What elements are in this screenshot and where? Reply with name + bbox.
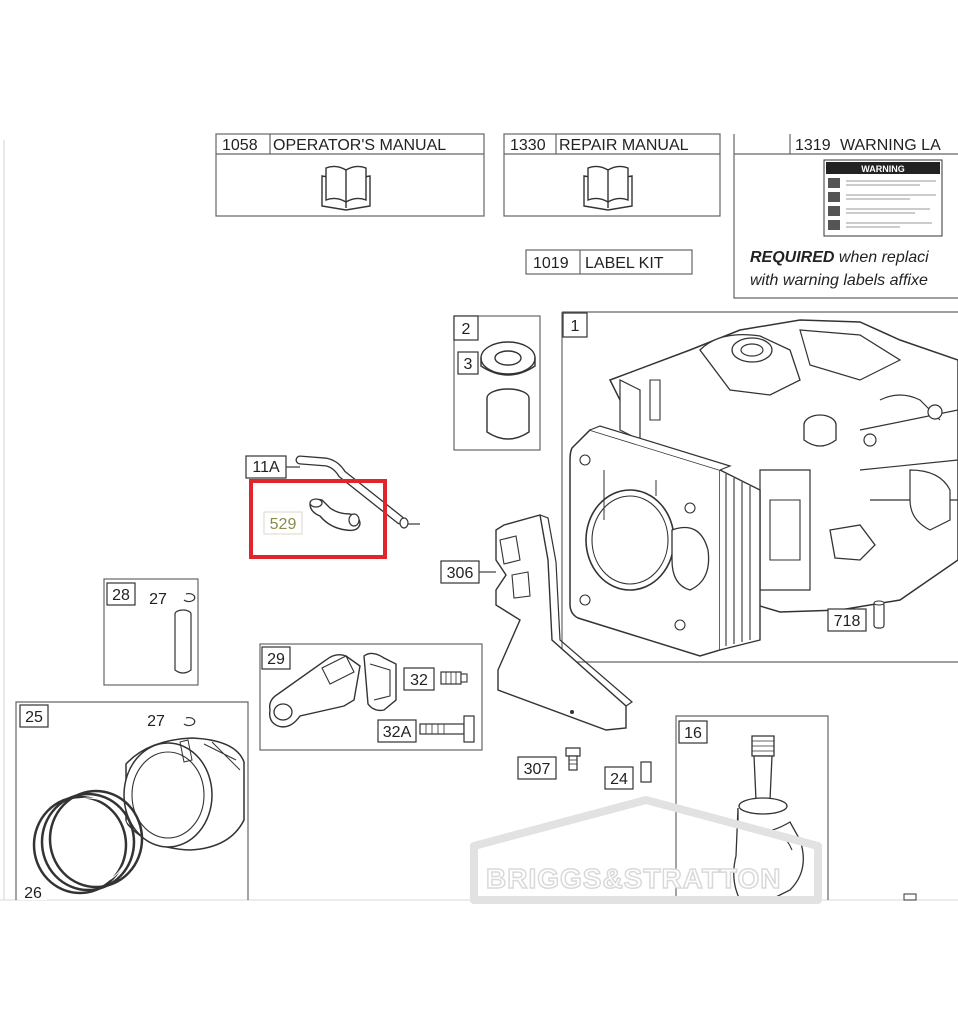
dowel-pin-icon: [873, 600, 885, 629]
highlighted-part-529[interactable]: 529: [249, 479, 387, 559]
pin-icon: [640, 761, 652, 783]
screw-icon: [565, 747, 581, 771]
part-label-1: 1: [571, 318, 580, 335]
air-guide-icon: [495, 514, 633, 731]
piston-pin-group[interactable]: 28 27: [103, 578, 199, 686]
warning-required-line2: with warning labels affixe: [750, 272, 928, 289]
part-label-307: 307: [524, 761, 551, 778]
warning-label-number: 1319: [795, 137, 831, 154]
part-label-27-lower: 27: [147, 713, 165, 730]
wrist-pin-icon: [174, 609, 192, 674]
label-kit-label: LABEL KIT: [585, 255, 664, 272]
warning-label-callout[interactable]: 1319 WARNING LA WARNING REQUIRED when re…: [733, 134, 958, 299]
screw-307-group[interactable]: 307: [517, 747, 581, 780]
part-label-529: 529: [270, 516, 297, 533]
pin-24-group[interactable]: 24: [604, 761, 652, 790]
oil-seal-icon: [480, 341, 536, 376]
cylinder-block-group[interactable]: 1: [561, 311, 958, 663]
part-label-718: 718: [834, 613, 861, 630]
operators-manual-number: 1058: [222, 137, 258, 154]
highlight-box: [249, 479, 387, 559]
repair-manual-label: REPAIR MANUAL: [559, 137, 689, 154]
warning-sticker-title: WARNING: [861, 164, 905, 174]
label-kit-number: 1019: [533, 255, 569, 272]
piston-group[interactable]: 25 27 26: [15, 701, 249, 902]
elbow-fitting-icon: [309, 498, 361, 532]
bushing-icon: [486, 388, 530, 440]
part-label-28: 28: [112, 587, 130, 604]
operators-manual-callout[interactable]: 1058 OPERATOR'S MANUAL: [215, 133, 485, 217]
partial-part-icon: [903, 893, 917, 901]
retainer-clip-icon: [183, 717, 196, 727]
warning-label-text: WARNING LA: [840, 137, 941, 154]
part-label-32: 32: [410, 672, 428, 689]
part-label-11a: 11A: [252, 459, 280, 476]
part-label-306: 306: [447, 565, 474, 582]
connecting-rod-group[interactable]: 29 32 32A: [259, 643, 483, 751]
part-label-32a: 32A: [383, 724, 412, 741]
brand-watermark: BRIGGS&STRATTON: [470, 796, 822, 904]
cylinder-block-icon: [569, 319, 958, 657]
rod-bolt-icon-long: [419, 715, 475, 743]
label-kit-callout[interactable]: 1019 LABEL KIT: [525, 249, 693, 275]
air-guide-group[interactable]: 306: [440, 514, 633, 731]
rod-bolt-icon-short: [440, 671, 468, 685]
retainer-clip-icon: [183, 593, 196, 603]
book-icon: [321, 165, 371, 211]
warning-required-line1: REQUIRED when replaci: [750, 249, 929, 266]
seal-bushing-group[interactable]: 2 3: [453, 315, 541, 451]
breather-tube-callout[interactable]: 11A: [245, 455, 420, 529]
part-label-29: 29: [267, 651, 285, 668]
piston-icon: [123, 737, 245, 851]
watermark-text: BRIGGS&STRATTON: [486, 863, 782, 894]
part-label-2: 2: [462, 321, 471, 338]
book-icon: [583, 165, 633, 211]
repair-manual-callout[interactable]: 1330 REPAIR MANUAL: [503, 133, 721, 217]
part-label-25: 25: [25, 709, 43, 726]
part-label-16: 16: [684, 725, 702, 742]
connecting-rod-icon: [268, 652, 397, 728]
repair-manual-number: 1330: [510, 137, 546, 154]
part-label-26: 26: [24, 885, 42, 902]
breather-tube-icon: [295, 455, 420, 529]
part-label-3: 3: [464, 356, 473, 373]
operators-manual-label: OPERATOR'S MANUAL: [273, 137, 446, 154]
warning-sticker: WARNING: [823, 159, 943, 237]
piston-rings-icon: [32, 789, 144, 895]
part-label-24: 24: [610, 771, 628, 788]
crankshaft-group[interactable]: 16: [675, 715, 829, 901]
part-label-27-upper: 27: [149, 591, 167, 608]
